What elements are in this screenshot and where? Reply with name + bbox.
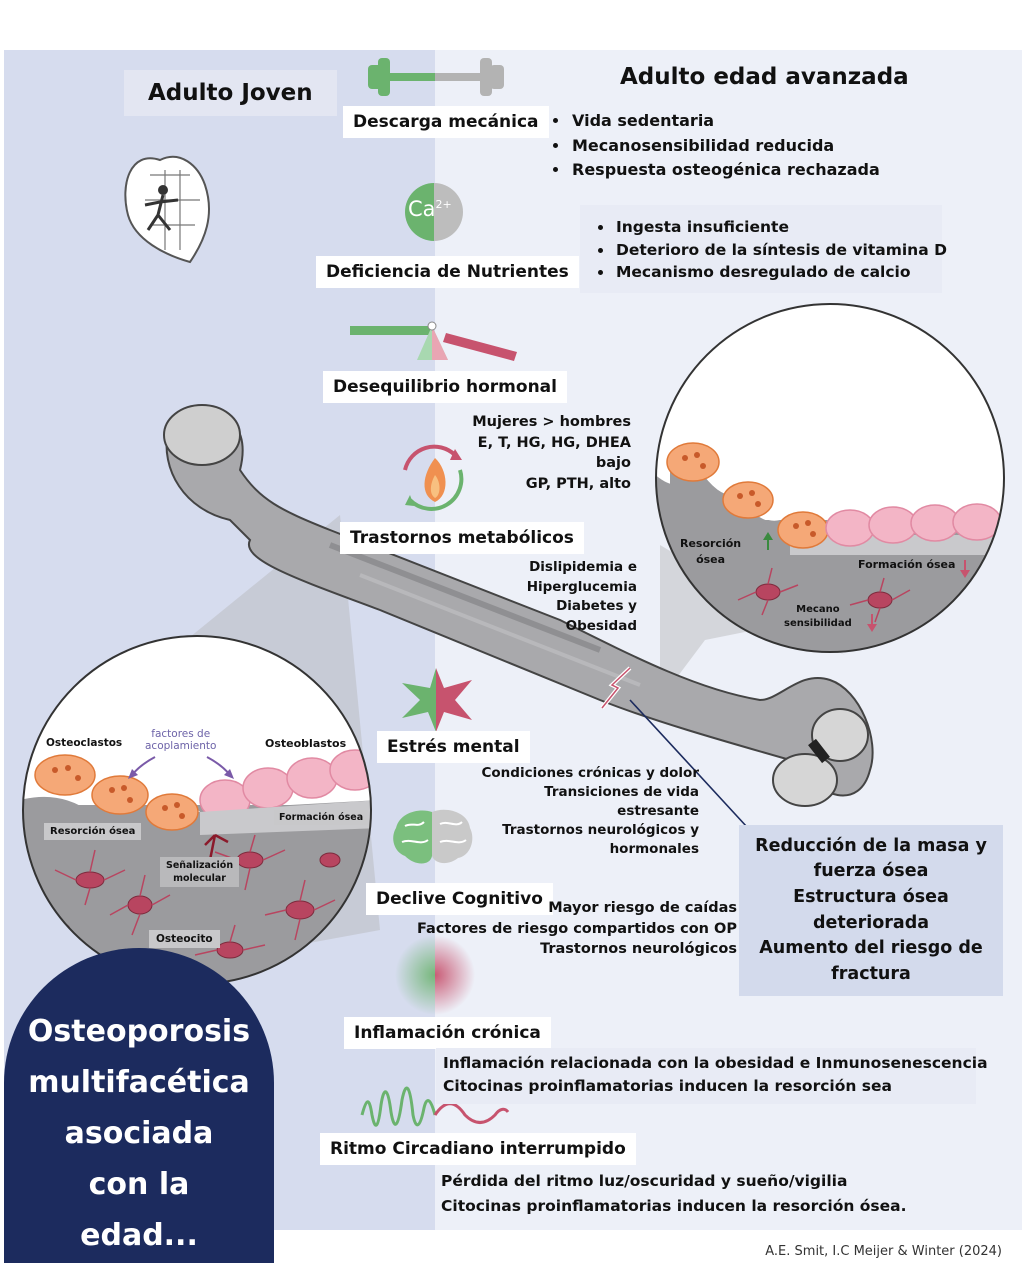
- nutrients-list: Ingesta insuficiente Deterioro de la sín…: [592, 216, 947, 284]
- young-adult-heading: Adulto Joven: [124, 70, 337, 116]
- femur-bone-icon: [163, 404, 874, 807]
- credit-text: A.E. Smit, I.C Meijer & Winter (2024): [765, 1244, 1002, 1259]
- flame-cycle-icon: [403, 444, 464, 511]
- balance-scale-icon: [350, 321, 517, 361]
- list-item: Mecanosensibilidad reducida: [570, 134, 880, 159]
- signaling-label: Señalización molecular: [160, 857, 240, 887]
- young-formation-label: Formación ósea: [274, 810, 369, 825]
- outcome-box: Reducción de la masa y fuerza ósea Estru…: [739, 825, 1003, 996]
- young-resorption-label: Resorción ósea: [44, 823, 142, 840]
- factor-label-inflammation: Inflamación crónica: [344, 1017, 551, 1049]
- list-item: Respuesta osteogénica rechazada: [570, 158, 880, 183]
- inflammation-text: Inflamación relacionada con la obesidad …: [443, 1054, 988, 1095]
- metabolic-text: Dislipidemia e Hiperglucemia Diabetes y …: [526, 559, 637, 634]
- circadian-text: Pérdida del ritmo luz/oscuridad y sueño/…: [441, 1172, 907, 1215]
- factor-label-mechanical: Descarga mecánica: [343, 106, 549, 138]
- calcium-icon: [405, 183, 463, 241]
- dumbbell-icon: [368, 58, 504, 96]
- factor-label-cognitive: Declive Cognitivo: [366, 883, 553, 915]
- factor-label-hormonal: Desequilibrio hormonal: [323, 371, 567, 403]
- mechanical-list: Vida sedentaria Mecanosensibilidad reduc…: [548, 109, 880, 183]
- osteoclasts-label: Osteoclastos: [46, 737, 123, 749]
- title-block: Osteoporosis multifacética asociada con …: [4, 948, 274, 1263]
- list-item: Ingesta insuficiente: [614, 216, 947, 239]
- star-burst-icon: [402, 668, 472, 732]
- list-item: Vida sedentaria: [570, 109, 880, 134]
- factor-label-circadian: Ritmo Circadiano interrumpido: [320, 1133, 636, 1165]
- inflammation-text-bg: [436, 1048, 976, 1104]
- brain-icon: [393, 809, 473, 864]
- inflammation-icon: [395, 935, 475, 1015]
- calcium-label: Ca2+: [408, 197, 452, 221]
- coupling-factors-label: factores de acoplamiento: [140, 727, 222, 753]
- osteocyte-label: Osteocito: [149, 930, 220, 948]
- osteoblasts-label: Osteoblastos: [265, 737, 347, 750]
- nutrients-list-bg: [580, 205, 942, 293]
- older-adult-heading: Adulto edad avanzada: [596, 54, 933, 100]
- cognitive-text: Mayor riesgo de caídas Factores de riesg…: [416, 900, 737, 957]
- fracture-pointer: [629, 699, 748, 828]
- old-resorption-label: Resorción ósea: [680, 537, 742, 566]
- factor-label-stress: Estrés mental: [377, 731, 530, 763]
- old-formation-label: Formación ósea: [858, 558, 956, 571]
- factor-label-nutrients: Deficiencia de Nutrientes: [316, 256, 579, 288]
- heart-figure-icon: [124, 155, 211, 264]
- list-item: Mecanismo desregulado de calcio: [614, 261, 947, 284]
- mechanosensitivity-label: Mecano sensibilidad: [784, 604, 852, 629]
- stress-text: Condiciones crónicas y dolor Transicione…: [481, 765, 699, 857]
- factor-label-metabolic: Trastornos metabólicos: [340, 522, 584, 554]
- list-item: Deterioro de la síntesis de vitamina D: [614, 239, 947, 262]
- hormonal-text: Mujeres > hombres E, T, HG, HG, DHEA baj…: [472, 414, 631, 492]
